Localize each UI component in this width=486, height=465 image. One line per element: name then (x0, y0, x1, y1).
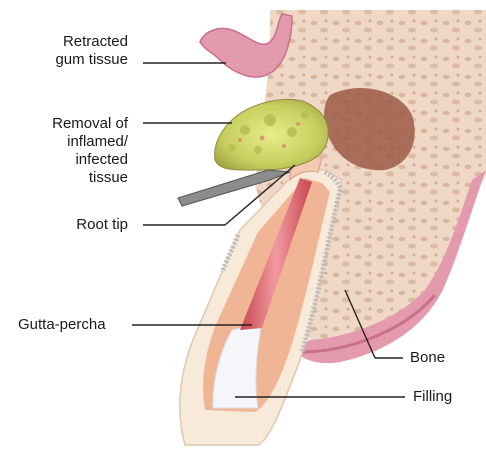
label-bone: Bone (410, 349, 445, 367)
label-line: gum tissue (28, 51, 128, 69)
label-line: Retracted (28, 33, 128, 51)
label-line: Removal of (28, 115, 128, 133)
label-removal-of-tissue: Removal of inflamed/ infected tissue (28, 115, 128, 187)
label-root-tip: Root tip (28, 216, 128, 234)
label-gutta-percha: Gutta-percha (18, 316, 106, 334)
label-line: inflamed/ (28, 133, 128, 151)
infected-tissue (215, 99, 329, 170)
label-line: tissue (28, 169, 128, 187)
label-retracted-gum-tissue: Retracted gum tissue (28, 33, 128, 69)
label-filling: Filling (413, 388, 452, 406)
label-line: infected (28, 151, 128, 169)
